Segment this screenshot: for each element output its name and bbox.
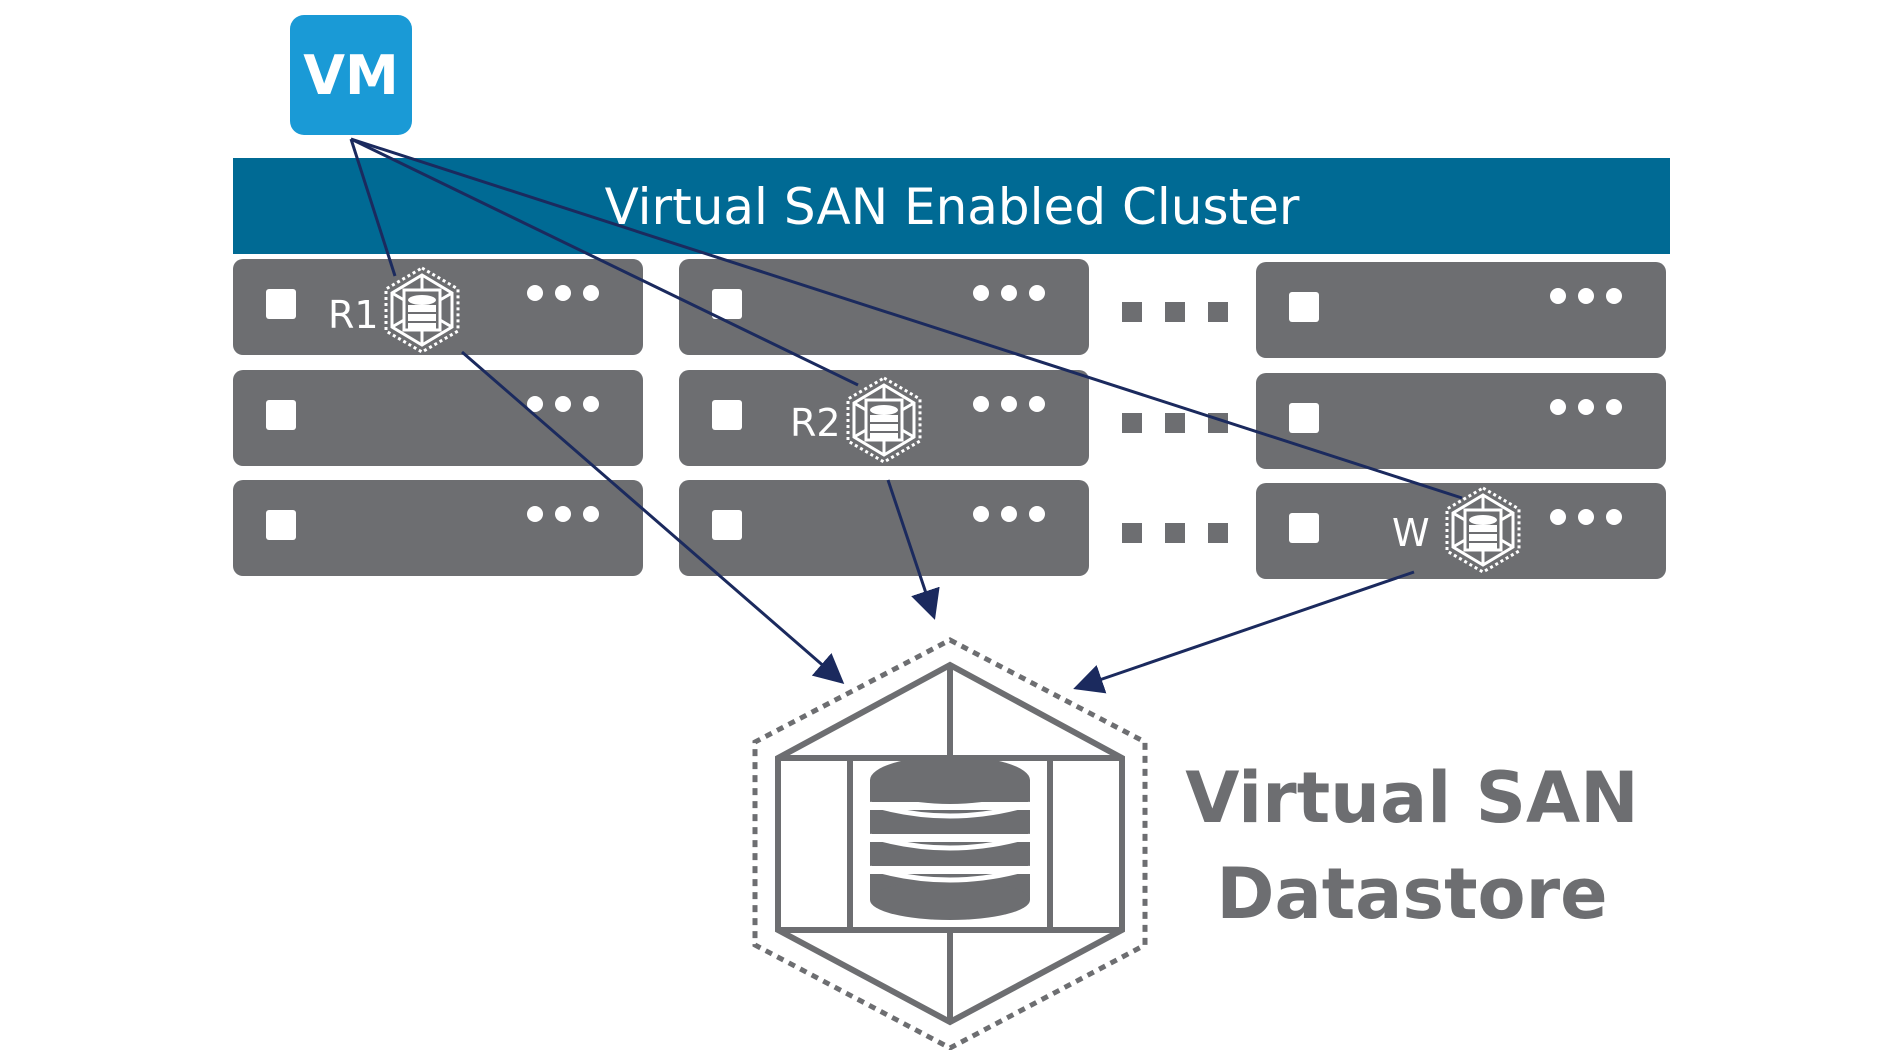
object-to-datastore-arrows (461, 350, 1415, 694)
datastore-label-line2: Datastore (1216, 853, 1607, 935)
vm-box: VM (290, 15, 412, 135)
server-2-1 (679, 259, 1089, 355)
datastore-spokes (778, 665, 1122, 1022)
server-3-1 (1256, 262, 1666, 358)
object-r2: R2 (790, 376, 922, 464)
vm-to-r1-line (349, 138, 397, 277)
vm-connections (349, 137, 1463, 500)
object-w: W (1392, 486, 1521, 574)
datastore-dashed-outline (752, 637, 1148, 1050)
server-1-2 (233, 370, 643, 466)
server-column-3 (1256, 262, 1666, 579)
server-2-3 (679, 480, 1089, 576)
cluster-label: Virtual SAN Enabled Cluster (605, 178, 1300, 236)
datastore-icon (752, 637, 1148, 1050)
object-r1: R1 (328, 266, 460, 354)
vm-to-r2-line (350, 137, 859, 387)
r2-label: R2 (790, 401, 841, 445)
server-1-3 (233, 480, 643, 576)
w-label: W (1392, 511, 1430, 555)
server-column-1 (233, 259, 643, 576)
server-3-2 (1256, 373, 1666, 469)
vm-label: VM (303, 44, 399, 107)
vm-to-w-line (350, 137, 1463, 500)
datastore-label: Virtual SAN Datastore (1185, 757, 1639, 935)
r1-label: R1 (328, 293, 379, 337)
datastore-label-line1: Virtual SAN (1185, 757, 1639, 839)
vm-tile (290, 15, 412, 135)
server-1-1 (233, 259, 643, 355)
database-cylinder-icon (870, 756, 1030, 920)
cluster-banner: Virtual SAN Enabled Cluster (233, 158, 1670, 254)
w-to-datastore-arrow (1073, 570, 1415, 694)
ellipsis-squares (1122, 302, 1228, 543)
r1-to-datastore-arrow (461, 350, 845, 684)
r2-to-datastore-arrow (886, 479, 940, 620)
